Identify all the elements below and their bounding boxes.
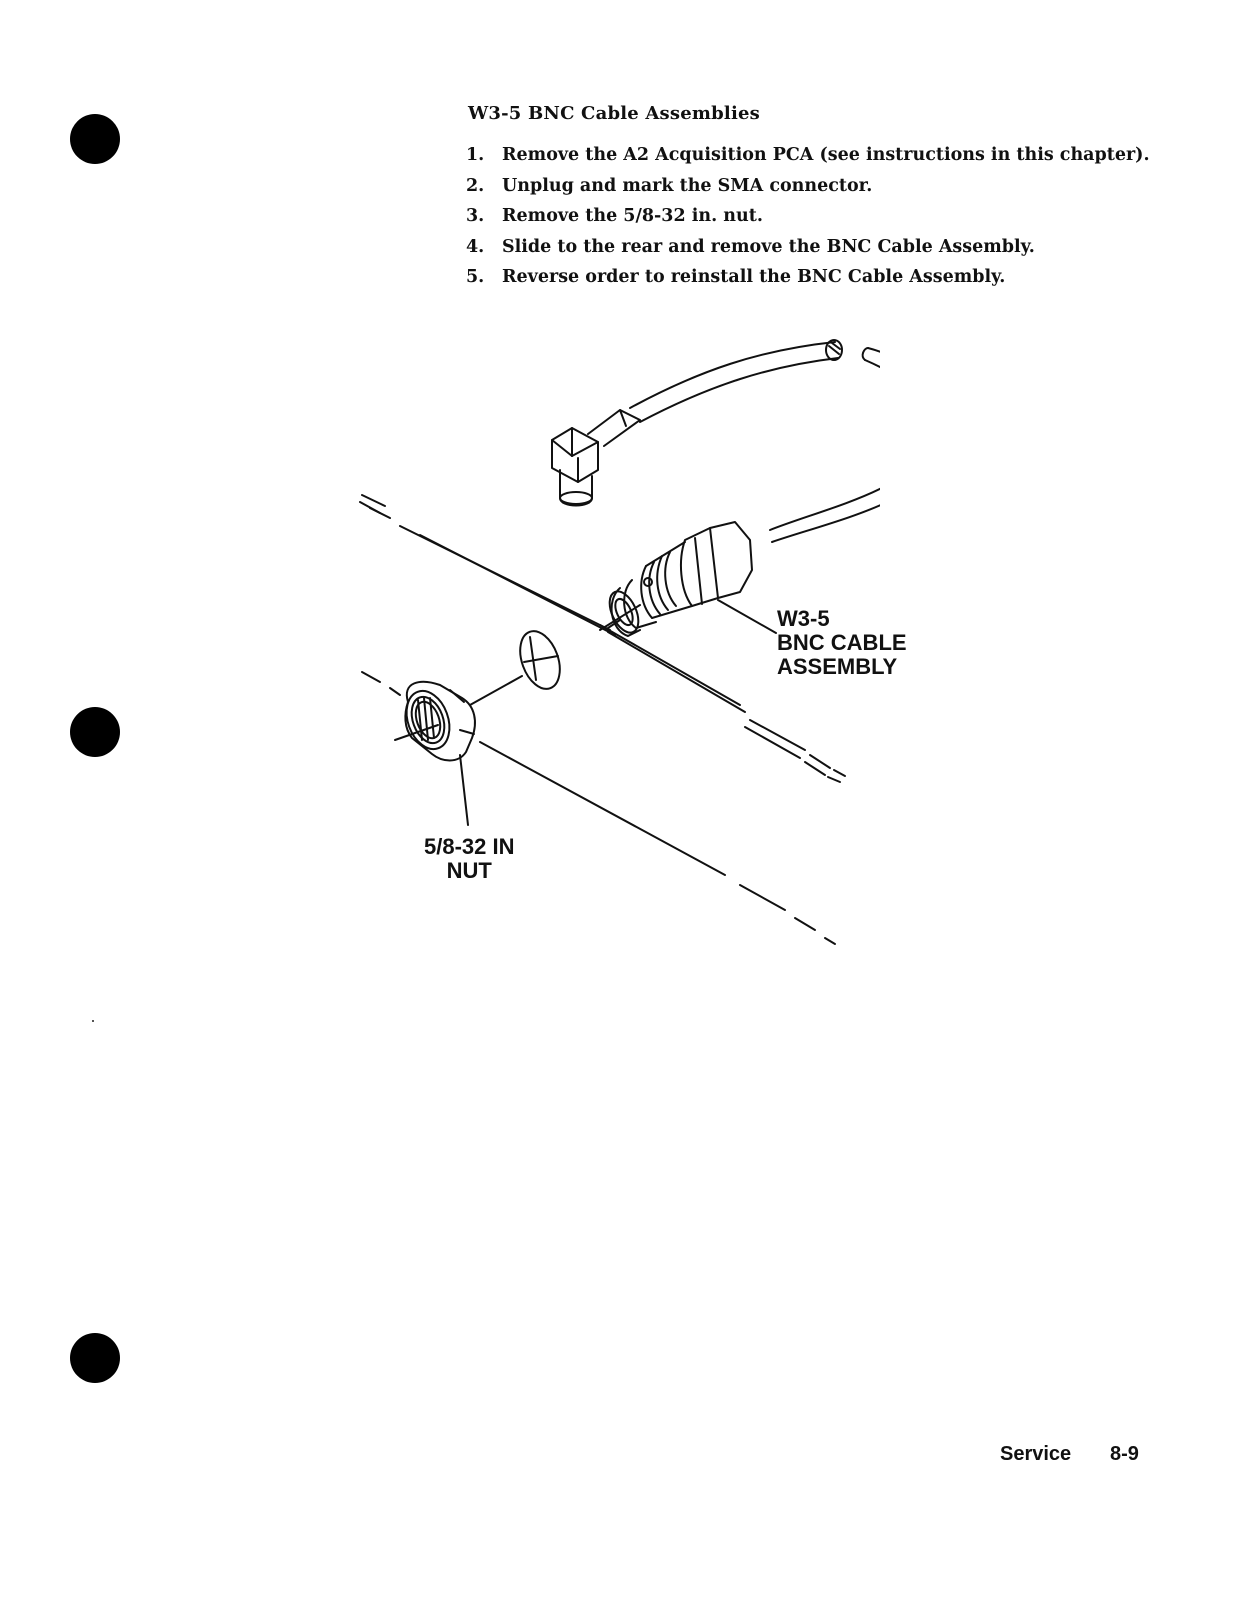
step-text: Slide to the rear and remove the BNC Cab… <box>502 236 1035 257</box>
hex-nut-icon <box>394 680 476 826</box>
callout-line: W3-5 <box>777 606 830 631</box>
binder-punch-hole <box>70 707 120 757</box>
step-text: Reverse order to reinstall the BNC Cable… <box>502 267 1006 287</box>
step-number: 1. <box>466 145 485 165</box>
section-title: W3-5 BNC Cable Assemblies <box>468 103 760 124</box>
panel-hole <box>519 630 561 690</box>
step-number: 4. <box>466 236 485 257</box>
cable-assembly-callout: W3-5 BNC CABLE ASSEMBLY <box>777 607 907 679</box>
bnc-connector-icon <box>599 521 777 637</box>
page-number: 8-9 <box>1110 1443 1139 1465</box>
scan-speck <box>92 1020 94 1022</box>
step-item: 5. Reverse order to reinstall the BNC Cab… <box>466 262 1150 293</box>
step-number: 5. <box>466 267 485 287</box>
callout-line: BNC CABLE <box>777 630 907 655</box>
procedure-steps: 1. Remove the A2 Acquisition PCA (see ins… <box>466 140 1150 293</box>
step-item: 3. Remove the 5/8-32 in. nut. <box>466 201 1150 232</box>
step-item: 2. Unplug and mark the SMA connector. <box>466 171 1150 202</box>
rear-panel-outline <box>359 494 846 945</box>
alignment-leader <box>469 675 523 706</box>
step-text: Remove the 5/8-32 in. nut. <box>502 206 763 226</box>
callout-line: ASSEMBLY <box>777 654 898 679</box>
callout-line: NUT <box>446 858 492 883</box>
step-text: Unplug and mark the SMA connector. <box>502 175 873 196</box>
step-item: 4. Slide to the rear and remove the BNC C… <box>466 232 1150 263</box>
step-number: 2. <box>466 175 485 196</box>
nut-callout: 5/8-32 IN NUT <box>424 835 515 883</box>
step-text: Remove the A2 Acquisition PCA (see instr… <box>502 145 1150 165</box>
footer-section-name: Service <box>1000 1443 1072 1465</box>
step-number: 3. <box>466 206 485 226</box>
callout-line: 5/8-32 IN <box>424 834 515 859</box>
binder-punch-hole <box>70 1333 120 1383</box>
bnc-cable-assembly-illustration: W3-5 BNC CABLE ASSEMBLY 5/8-32 IN NUT <box>340 330 907 970</box>
sma-connector-icon <box>551 339 843 507</box>
exploded-view-drawing <box>359 339 880 945</box>
coax-cable-icon <box>769 347 880 543</box>
step-item: 1. Remove the A2 Acquisition PCA (see ins… <box>466 140 1150 171</box>
binder-punch-hole <box>70 114 120 164</box>
